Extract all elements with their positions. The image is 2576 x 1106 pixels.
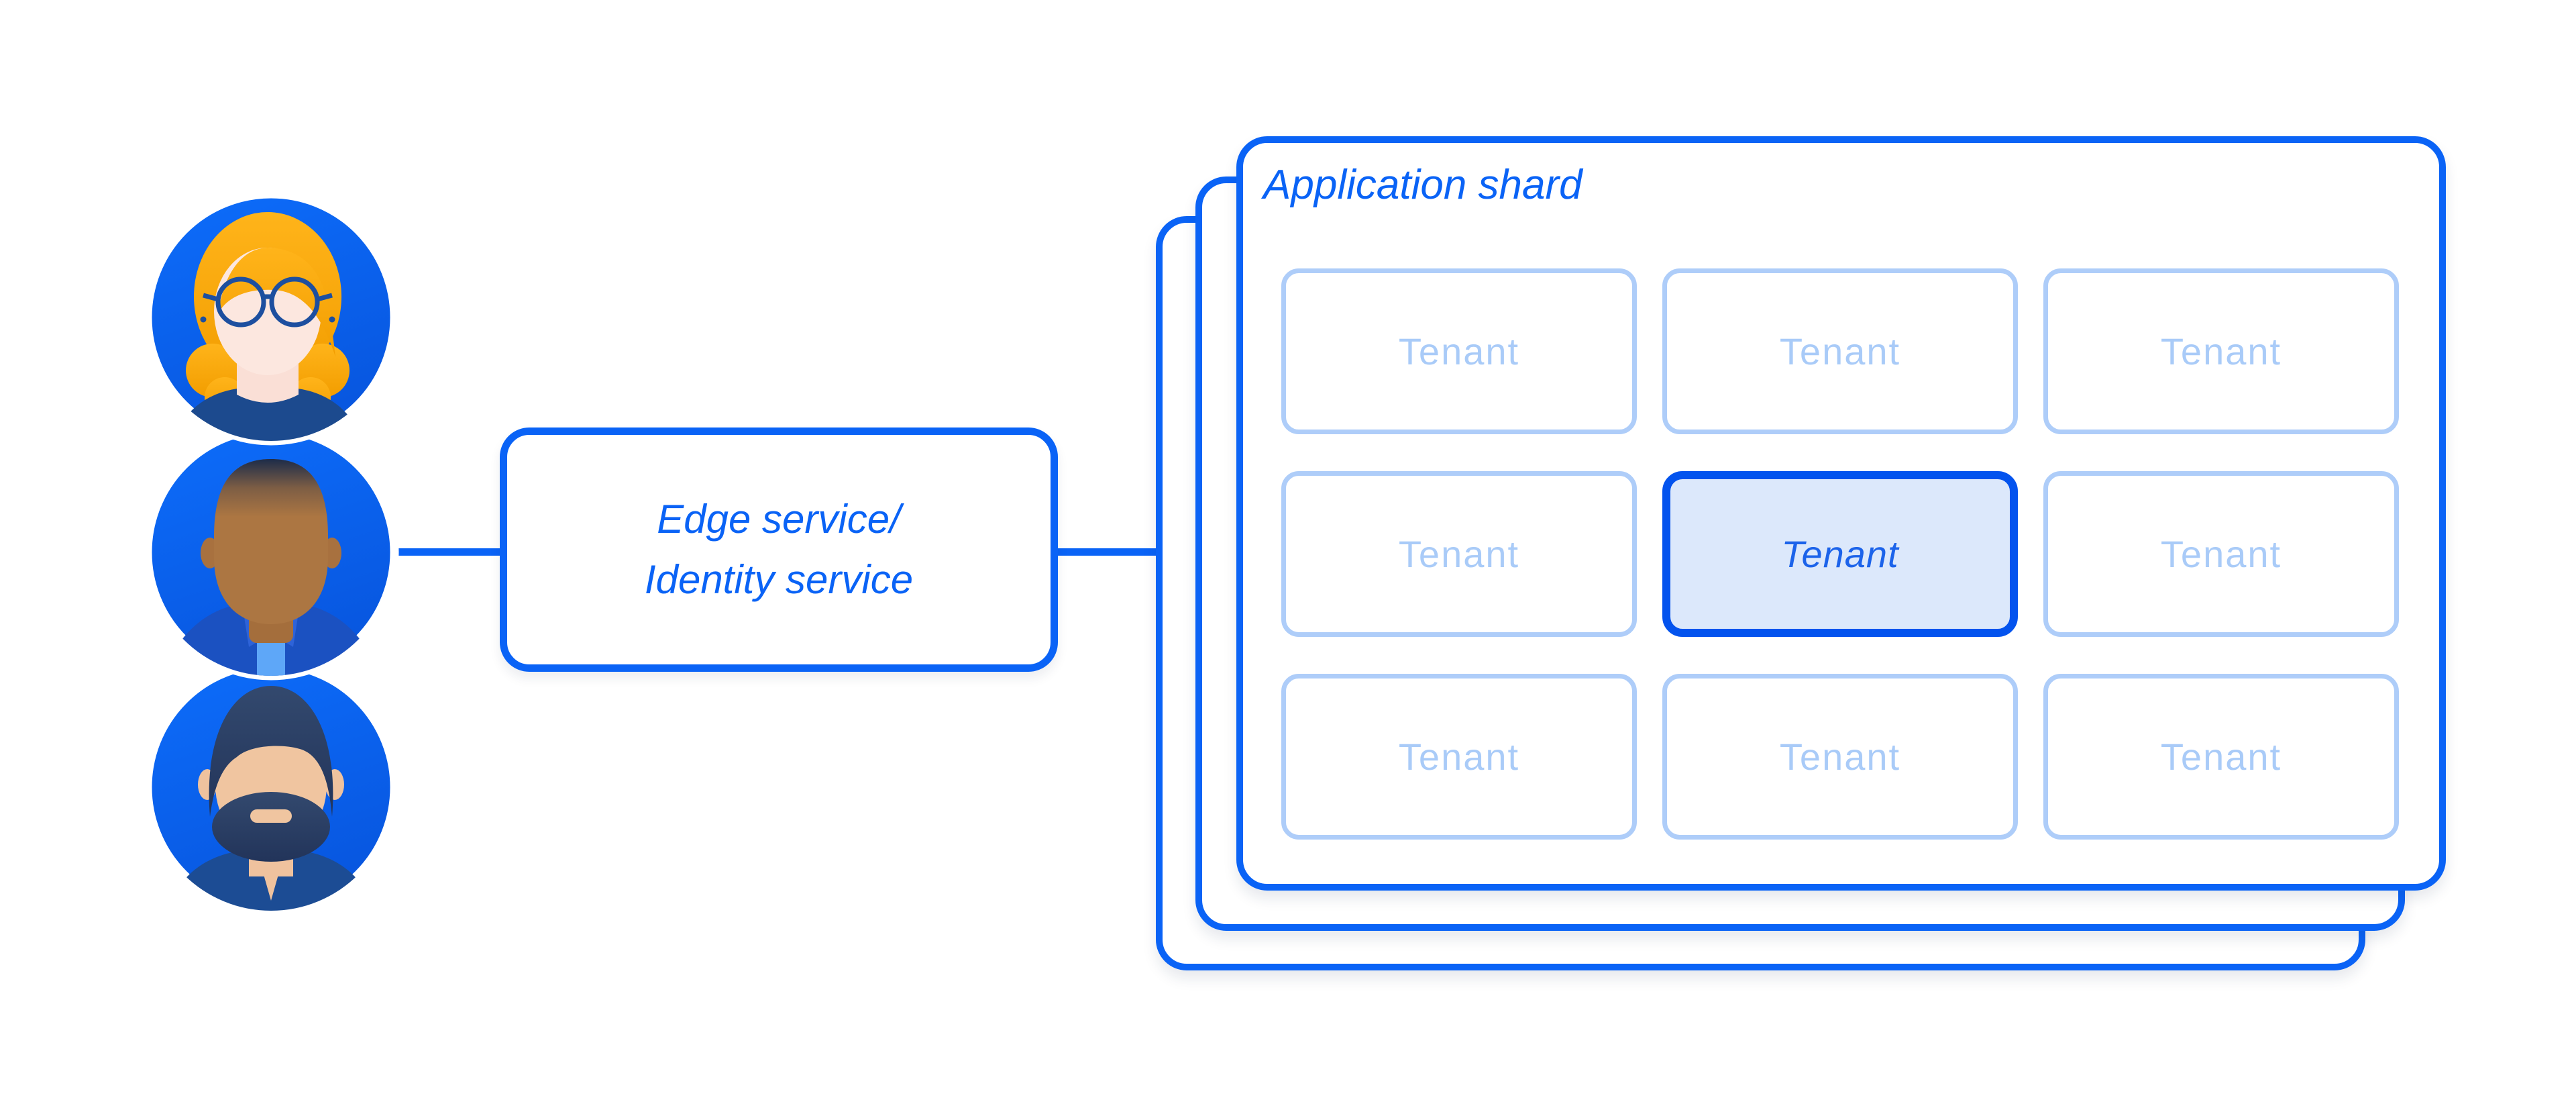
tenant-label: Tenant <box>2160 330 2282 372</box>
connector-edge-to-shard <box>1055 548 1162 556</box>
tenant-box: Tenant <box>1281 674 1637 840</box>
tenant-box: Tenant <box>1662 674 2018 840</box>
persona-woman-glasses-icon <box>143 189 399 446</box>
application-shard-title: Application shard <box>1263 162 1582 208</box>
user-avatar-3 <box>143 659 399 915</box>
connector-users-to-edge <box>396 548 503 556</box>
edge-identity-service-box: Edge service/ Identity service <box>500 428 1058 672</box>
tenant-box: Tenant <box>2043 471 2399 637</box>
tenant-label: Tenant <box>1398 330 1520 372</box>
tenant-label: Tenant <box>1781 533 1899 575</box>
tenant-box: Tenant <box>1662 268 2018 434</box>
tenant-label: Tenant <box>1398 736 1520 778</box>
user-avatar-1 <box>143 189 399 446</box>
edge-service-label-line2: Identity service <box>644 557 914 602</box>
tenant-box: Tenant <box>2043 268 2399 434</box>
tenant-label: Tenant <box>2160 736 2282 778</box>
user-avatar-2 <box>143 424 399 681</box>
persona-man-bald-icon <box>143 424 399 681</box>
tenant-label: Tenant <box>2160 533 2282 575</box>
tenant-box: Tenant <box>2043 674 2399 840</box>
tenant-box-highlighted: Tenant <box>1662 471 2018 637</box>
edge-service-label-line1: Edge service/ <box>657 497 901 542</box>
tenant-label: Tenant <box>1398 533 1520 575</box>
tenant-label: Tenant <box>1779 736 1901 778</box>
tenant-box: Tenant <box>1281 471 1637 637</box>
persona-man-beard-icon <box>143 659 399 915</box>
tenant-box: Tenant <box>1281 268 1637 434</box>
tenant-label: Tenant <box>1779 330 1901 372</box>
